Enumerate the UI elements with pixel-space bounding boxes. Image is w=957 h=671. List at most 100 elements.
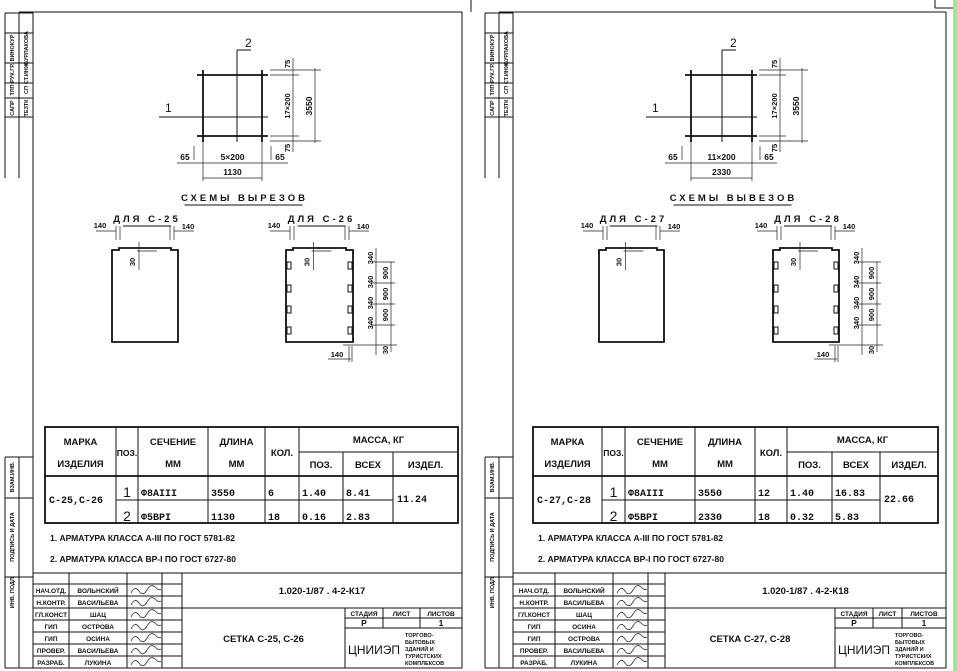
table-cell-pos: 1 [610, 484, 618, 500]
signature [130, 633, 162, 643]
dimension-text: 340 [852, 317, 861, 330]
dimension-text: 75 [770, 144, 779, 152]
dimension-text: 140 [668, 222, 681, 231]
stamp-text: ПОДПИСЬ И ДАТА [10, 512, 16, 562]
dimension-text: 900 [381, 267, 390, 280]
cutout-title: ДЛЯ С-25 [113, 214, 181, 225]
table-header: МАССА, КГ [837, 435, 889, 446]
organization-desc: ТУРИСТСКИХ [895, 654, 932, 660]
note: 2. АРМАТУРА КЛАССА ВР-I ПО ГОСТ 6727-80 [50, 554, 236, 564]
side-notch [286, 326, 292, 335]
role-label: НАЧ.ОТД. [519, 588, 550, 595]
stamp-text: БУРЛАКОВА [504, 31, 510, 65]
person-name: ОСТРОВА [82, 624, 114, 631]
organization-desc: ТУРИСТСКИХ [405, 654, 442, 660]
person-name: ВОЛЬНСКИЙ [563, 586, 605, 595]
position-label: 2 [245, 36, 252, 50]
person-name: ЛУКИНА [85, 660, 112, 667]
sheets-value: 1 [922, 618, 927, 628]
dimension-text: 65 [180, 152, 190, 162]
stamp-text: ТЕЗТК [504, 99, 510, 117]
dimension-text: 340 [366, 297, 375, 310]
table-header: ПОЗ. [310, 460, 333, 471]
dimension-text: 140 [331, 350, 344, 359]
side-notch [833, 326, 839, 335]
organization-desc: ЗДАНИЙ И [895, 645, 924, 653]
table-header: ММ [229, 459, 245, 470]
organization-desc: БЫТОВЫХ [895, 640, 925, 646]
drawing-code: 1.020-1/87 . 4-2-К18 [762, 586, 849, 597]
side-notch [773, 261, 779, 270]
dimension-text: 1130 [223, 167, 242, 177]
role-label: ГИП [44, 624, 57, 631]
sheets-label: ЛИСТОВ [427, 611, 455, 618]
table-header: ИЗДЕЛ. [891, 460, 926, 471]
role-label: ГЛ.КОНСТ [35, 612, 67, 619]
role-label: ГИП [527, 636, 540, 643]
signature [130, 597, 162, 607]
stamp-text: САПР [10, 100, 16, 116]
dimension-text: 3550 [791, 96, 801, 115]
signature [616, 585, 648, 595]
stage-value: Р [851, 618, 857, 628]
organization-desc: ТОРГОВО- [405, 633, 434, 639]
signature [130, 657, 162, 667]
table-cell-length: 3550 [698, 489, 722, 500]
signature [616, 609, 648, 619]
table-header: ИЗДЕЛИЯ [544, 459, 590, 470]
dimension-text: 75 [283, 60, 292, 68]
table-header: КОЛ. [271, 448, 293, 459]
table-header: ВСЕХ [355, 460, 382, 471]
role-label: ПРОВЕР. [520, 648, 548, 655]
specification-table: МАРКАИЗДЕЛИЯПОЗ.СЕЧЕНИЕММДЛИНАММКОЛ.МАСС… [44, 426, 459, 524]
role-label: Н.КОНТР. [519, 600, 549, 607]
stamp-text: ВЗАМ.ИНВ. [10, 461, 16, 492]
role-label: ГЛ.КОНСТ [518, 612, 550, 619]
title-block: НАЧ.ОТД.ВОЛЬНСКИЙН.КОНТР.ВАСИЛЬЕВАГЛ.КОН… [33, 572, 462, 668]
role-label: РАЗРАБ. [520, 660, 548, 667]
side-notch [286, 284, 292, 293]
table-header: ИЗДЕЛИЯ [57, 459, 103, 470]
table-cell-section: Ф8АIII [628, 489, 664, 500]
stamp-text: ПОДПИСЬ И ДАТА [490, 512, 496, 562]
position-label: 1 [165, 101, 172, 115]
table-header: ВСЕХ [843, 460, 870, 471]
stamp-text: СТ.ИНЖ. [504, 61, 510, 84]
person-name: ШАЦ [90, 612, 106, 619]
side-notch [347, 284, 353, 293]
table-header: СЕЧЕНИЕ [637, 437, 683, 448]
organization-desc: КОМПЛЕКСОВ [405, 661, 444, 667]
stage-label: СТАДИЯ [350, 611, 377, 618]
person-name: ВОЛЬНСКИЙ [77, 586, 119, 595]
organization: ЦНИИЭП [838, 643, 890, 657]
dimension-text: 5×200 [221, 152, 245, 162]
dimension-text: 17×200 [770, 93, 779, 118]
stamp-text: ТЕЗТК [24, 99, 30, 117]
dimension-text: 340 [366, 252, 375, 265]
table-cell-mark: С-27,С-28 [537, 496, 591, 507]
dimension-text: 340 [852, 252, 861, 265]
person-name: ВАСИЛЬЕВА [78, 600, 119, 607]
cutout-outline [772, 247, 840, 343]
role-label: ПРОВЕР. [37, 648, 65, 655]
position-label: 2 [730, 36, 737, 50]
table-header: МАРКА [64, 437, 98, 448]
side-notch [773, 326, 779, 335]
side-notch [833, 305, 839, 314]
dimension-text: 140 [268, 221, 281, 230]
table-cell-mass-all: 2.83 [346, 513, 370, 524]
stamp-text: РУК.ГР. [490, 63, 496, 83]
dimension-text: 30 [381, 346, 390, 354]
table-cell-section: Ф5ВРI [141, 513, 171, 524]
person-name: ШАЦ [576, 612, 592, 619]
side-notch [347, 326, 353, 335]
